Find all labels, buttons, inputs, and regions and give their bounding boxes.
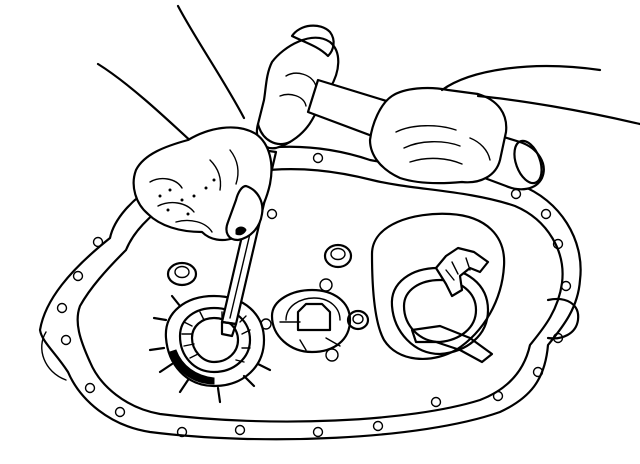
hammer-face-bottom — [256, 122, 292, 146]
left-thumb-nail — [235, 226, 247, 236]
case-inner-rim — [76, 168, 564, 423]
bolt-hole — [234, 424, 246, 436]
right-hand-outline — [368, 86, 508, 185]
seal-ring-left-inner — [174, 265, 190, 279]
center-hub — [270, 278, 352, 362]
output-bore — [370, 212, 506, 364]
bearing-assembly — [148, 294, 272, 404]
hammer-handle-end — [513, 139, 543, 185]
bolt-hole — [266, 208, 278, 220]
bearing-shadow — [169, 349, 215, 385]
hub-bolt — [319, 278, 333, 292]
case-left-ear — [41, 331, 67, 381]
drift-punch-tip — [220, 320, 238, 338]
right-hand-fingers — [395, 125, 491, 165]
bolt-hole — [60, 334, 72, 346]
bolt-hole — [312, 426, 324, 438]
left-hand-knuckles — [149, 149, 239, 233]
left-hand — [96, 4, 273, 242]
bolt-hole — [552, 238, 564, 250]
bushing-right — [346, 309, 370, 331]
left-arm — [96, 4, 246, 148]
bolt-hole — [372, 420, 384, 432]
bolt-hole — [532, 366, 544, 378]
hub-bolt — [325, 348, 339, 362]
hub-spline-shaft — [296, 302, 332, 332]
hub-slot — [279, 321, 341, 351]
bearing-inner-race — [178, 306, 252, 374]
bolt-hole — [92, 236, 104, 248]
shift-fork-arm — [410, 324, 494, 364]
bearing-bore — [190, 316, 240, 364]
bolt-hole — [540, 208, 552, 220]
case-housing — [38, 145, 582, 441]
hub-face — [285, 297, 341, 321]
left-hand-texture — [158, 178, 216, 216]
shift-fork — [434, 246, 490, 298]
small-parts — [166, 243, 370, 331]
bore-ring-outer — [390, 266, 490, 356]
hammer-head — [255, 36, 340, 150]
bolt-hole — [552, 332, 564, 344]
bolt-hole — [430, 396, 442, 408]
seal-ring-top — [323, 243, 353, 269]
bolt-hole — [176, 426, 188, 438]
hub-outer — [270, 288, 352, 354]
shift-fork-detail — [445, 257, 471, 281]
bolt-hole — [84, 382, 96, 394]
hammer-neck — [279, 72, 317, 107]
case-mount-tab — [546, 297, 580, 340]
bolt-hole — [114, 406, 126, 418]
bore-ring-inner — [402, 278, 478, 344]
bearing-radial-marks — [148, 294, 272, 404]
seal-ring-left — [166, 261, 198, 287]
bolt-hole — [72, 270, 84, 282]
bolt-hole — [510, 188, 522, 200]
bolt-hole — [492, 390, 504, 402]
bearing-rollers — [181, 311, 251, 363]
case-outer-flange — [38, 145, 582, 441]
flange-bolt-holes — [56, 152, 572, 438]
bore-outer — [370, 212, 506, 360]
right-arm — [440, 65, 640, 126]
right-hand — [368, 65, 640, 185]
seal-ring-top-inner — [330, 247, 346, 261]
bolt-hole — [56, 302, 68, 314]
bolt-hole — [312, 152, 324, 164]
left-thumb — [225, 184, 264, 242]
bushing-right-inner — [352, 313, 364, 325]
bolt-hole — [560, 280, 572, 292]
bearing-outer-race — [164, 294, 266, 388]
hammer-face-top — [290, 24, 335, 58]
